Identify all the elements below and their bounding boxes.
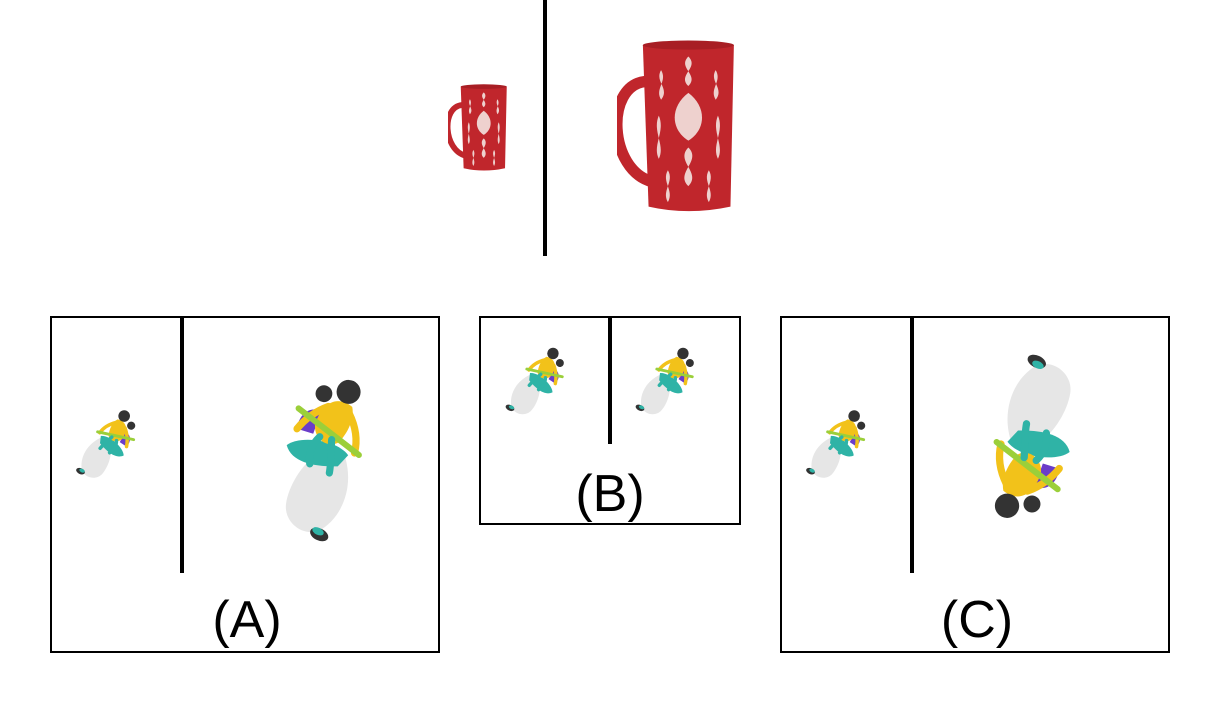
option-b-panel[interactable]: (B): [479, 316, 741, 525]
scooter-rider-icon: [257, 370, 377, 538]
example-divider: [543, 0, 547, 256]
option-c-label: (C): [940, 591, 1014, 649]
option-a-divider: [180, 318, 184, 573]
scooter-rider-icon: [502, 337, 574, 427]
option-b-divider: [608, 318, 612, 444]
option-c-panel[interactable]: (C): [780, 316, 1170, 653]
scooter-rider-icon: [632, 337, 704, 427]
scooter-rider-icon: [803, 400, 876, 491]
mug-icon: [448, 82, 508, 174]
mug-icon: [617, 36, 737, 218]
option-b-label: (B): [575, 465, 645, 523]
option-c-divider: [910, 318, 914, 573]
option-a-label: (A): [212, 591, 282, 649]
scooter-rider-icon: [73, 400, 146, 491]
scooter-rider-icon: [977, 358, 1101, 528]
option-a-panel[interactable]: (A): [50, 316, 440, 653]
